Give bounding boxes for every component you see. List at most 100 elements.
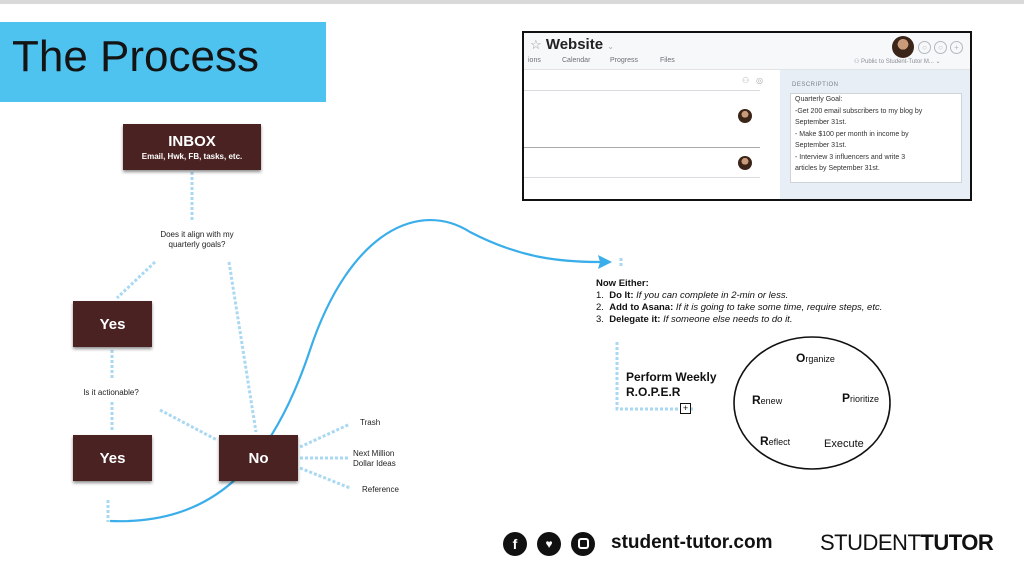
description-line: September 31st. [795,119,847,126]
roper-heading: Perform Weekly R.O.P.E.R [626,370,717,400]
website-url[interactable]: student-tutor.com [611,532,773,553]
task-assignee-avatar[interactable] [738,156,752,170]
asana-tab-conversations[interactable]: ions [528,57,541,64]
no-node: No [219,435,298,481]
chevron-down-icon[interactable]: ⌄ [607,42,614,51]
arrow-head [598,255,612,269]
asana-description-panel: DESCRIPTION Quarterly Goal: -Get 200 ema… [780,70,970,199]
outcome-ideas-line-2: Dollar Ideas [353,459,396,468]
public-visibility[interactable]: ⚇ Public to Student-Tutor M... ⌄ [854,59,941,65]
cycle-organize: Organize [796,351,835,365]
outcome-ideas: Next Million Dollar Ideas [353,449,423,469]
student-tutor-logo: STUDENTTUTOR [820,530,994,556]
member-slot-icon[interactable]: ○ [918,41,931,54]
cycle-initial: O [796,351,806,365]
either-item-do-it: 1. Do It: If you can complete in 2-min o… [596,290,882,302]
instagram-icon[interactable] [571,532,595,556]
question-actionable: Is it actionable? [83,388,139,397]
item-keyword: Do It: [609,290,634,301]
asana-task-list: ⚇ ◎ [524,70,780,199]
brand-student: STUDENT [820,530,921,555]
top-border [0,0,1024,4]
cycle-rest: eflect [768,437,791,447]
cycle-initial: R [752,393,761,407]
cycle-renew: Renew [752,393,782,407]
description-line: articles by September 31st. [795,165,880,172]
inbox-title: INBOX [168,133,216,150]
roper-bracket [615,342,694,411]
outcome-trash: Trash [360,418,381,427]
description-line: Quarterly Goal: [795,96,843,103]
description-line: - Make $100 per month in income by [795,130,909,138]
slide-title: The Process [12,32,259,81]
asana-project-title[interactable]: ☆ Website ⌄ [530,36,614,53]
task-divider [524,147,760,148]
cycle-rest: enew [760,396,783,406]
now-either-heading: Now Either: [596,278,649,289]
question-align-goals: Does it align with my quarterly goals? [142,230,252,250]
either-item-asana: 2. Add to Asana: If it is going to take … [596,302,882,314]
add-member-icon[interactable]: + [950,41,963,54]
task-assignee-avatar[interactable] [738,109,752,123]
title-banner: The Process [0,22,326,102]
connector-no-trash [299,422,351,449]
settings-icon[interactable]: ◎ [756,76,763,85]
asana-header: ☆ Website ⌄ ions Calendar Progress Files… [524,33,970,70]
item-keyword: Add to Asana: [609,302,674,313]
cycle-rest: rganize [805,354,835,364]
outcome-reference: Reference [362,485,399,494]
cycle-initial: E [824,438,832,450]
cycle-initial: P [842,391,851,405]
task-divider [524,177,760,178]
public-label: Public to Student-Tutor M... [861,59,934,65]
person-icon[interactable]: ⚇ [742,76,750,85]
item-description: If someone else needs to do it. [663,314,793,325]
asana-tab-calendar[interactable]: Calendar [562,57,591,64]
item-number: 2. [596,302,604,313]
item-number: 3. [596,314,604,325]
brand-tutor: TUTOR [920,530,994,555]
either-item-delegate: 3. Delegate it: If someone else needs to… [596,314,882,326]
connector-question-no [227,261,258,433]
outcome-ideas-line-1: Next Million [353,449,395,458]
plus-icon: + [680,403,691,414]
item-description: If it is going to take some time, requir… [675,302,883,313]
twitter-icon[interactable]: ♥ [537,532,561,556]
description-line: September 31st. [795,142,847,149]
cycle-execute: Execute [824,438,864,450]
process-arrow [109,218,601,523]
yes-node-goals: Yes [73,301,152,347]
task-divider [524,90,760,91]
cycle-reflect: Reflect [760,434,790,448]
asana-project-name: Website [545,36,604,53]
question-line-2: quarterly goals? [168,240,226,249]
asana-tab-files[interactable]: Files [660,57,675,64]
inbox-subtitle: Email, Hwk, FB, tasks, etc. [141,152,243,161]
owner-avatar[interactable] [892,36,914,58]
cycle-initial: R [760,434,769,448]
item-number: 1. [596,290,604,301]
cycle-prioritize: Prioritize [842,391,879,405]
description-header: DESCRIPTION [792,82,839,88]
yes-node-actionable: Yes [73,435,152,481]
facebook-icon[interactable]: f [503,532,527,556]
now-either-list: Now Either: 1. Do It: If you can complet… [596,278,882,326]
inbox-node: INBOX Email, Hwk, FB, tasks, etc. [123,124,261,170]
roper-line-2: R.O.P.E.R [626,385,681,399]
item-description: If you can complete in 2-min or less. [636,290,789,301]
cycle-rest: xecute [831,438,864,450]
member-slot-icon[interactable]: ○ [934,41,947,54]
connector-no-reference [299,466,351,490]
description-line: - Interview 3 influencers and write 3 [795,153,906,161]
star-icon[interactable]: ☆ [530,37,542,52]
asana-tab-progress[interactable]: Progress [610,57,639,64]
item-keyword: Delegate it: [609,314,661,325]
cycle-rest: rioritize [850,394,880,404]
question-line-1: Does it align with my [160,230,234,239]
roper-cycle-circle [733,336,891,470]
connector-question-yes [115,260,157,300]
description-text[interactable]: Quarterly Goal: -Get 200 email subscribe… [790,93,962,183]
roper-line-1: Perform Weekly [626,370,717,384]
description-line: -Get 200 email subscribers to my blog by [795,107,923,115]
